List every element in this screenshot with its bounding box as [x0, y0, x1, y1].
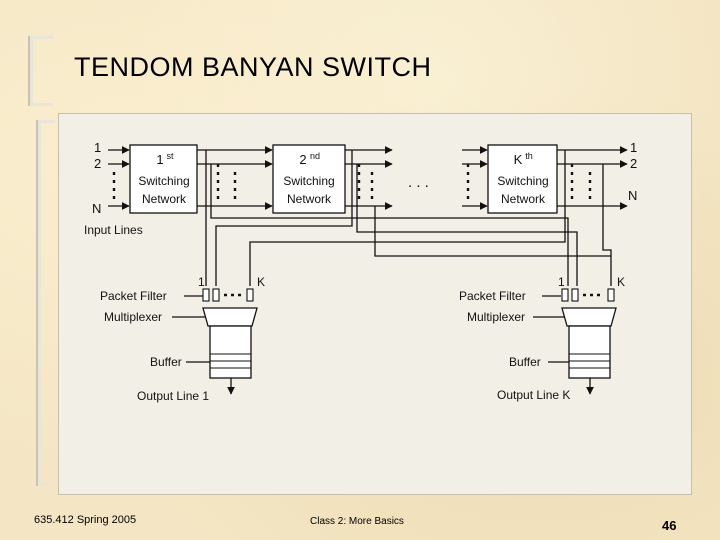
stage-2-switching-network [272, 144, 346, 214]
tap-s2-out1-left [215, 150, 353, 286]
stage-1-switching-network [129, 144, 198, 214]
output-number-n: N [628, 188, 637, 203]
packet-filter-right-2 [571, 288, 579, 302]
right-packet-filter-label: Packet Filter [459, 289, 526, 303]
right-buffer-label: Buffer [509, 355, 541, 369]
stage-ellipsis: . . . [408, 174, 429, 191]
tap-sk-out1-left [249, 150, 566, 286]
right-multiplexer-label: Multiplexer [467, 310, 525, 324]
footer-course: 635.412 Spring 2005 [34, 514, 137, 526]
left-multiplexer-label: Multiplexer [104, 310, 162, 324]
stage-2-ordinal-num: 2 [299, 152, 306, 167]
stage-1-ordinal-sup: st [166, 151, 174, 161]
stage-k-line2: Network [501, 192, 546, 206]
output-number-2: 2 [630, 156, 637, 171]
left-packet-filter-label: Packet Filter [100, 289, 167, 303]
stage-1-line1: Switching [138, 174, 189, 188]
packet-filter-left-1 [202, 288, 210, 302]
stage-k-ordinal-sup: th [525, 151, 533, 161]
stage-k-switching-network [487, 144, 558, 214]
stage-1-ordinal-num: 1 [156, 152, 163, 167]
packet-filter-right-1 [561, 288, 569, 302]
right-filter-first-label: 1 [558, 275, 565, 289]
buffer-left [209, 325, 252, 379]
left-filter-last-label: K [257, 275, 265, 289]
multiplexer-right [561, 307, 617, 327]
tap-s2-out2-right [356, 164, 578, 286]
input-number-n: N [92, 201, 101, 216]
decorative-bracket-left [38, 120, 55, 486]
footer-class: Class 2: More Basics [310, 516, 404, 527]
input-number-2: 2 [94, 156, 101, 171]
buffer-right [568, 325, 611, 379]
input-number-1: 1 [94, 140, 101, 155]
output-number-1: 1 [630, 140, 637, 155]
stage-1-line2: Network [142, 192, 187, 206]
tap-s1-out2-right [210, 164, 569, 286]
stage-2-ordinal-sup: nd [310, 151, 320, 161]
left-filter-first-label: 1 [198, 275, 205, 289]
right-output-line-label: Output Line K [497, 388, 570, 402]
multiplexer-left [202, 307, 258, 327]
stage-k-line1: Switching [497, 174, 548, 188]
tap-s2-bottom [374, 206, 611, 257]
slide-title: TENDOM BANYAN SWITCH [74, 52, 432, 82]
packet-filter-left-2 [212, 288, 220, 302]
packet-filter-right-k [607, 288, 615, 302]
left-output-line-label: Output Line 1 [137, 389, 209, 403]
decorative-bracket-top [30, 36, 53, 106]
page-number: 46 [662, 518, 677, 533]
stage-2-line1: Switching [283, 174, 334, 188]
tap-sk-out2-right [602, 164, 612, 286]
left-buffer-label: Buffer [150, 355, 182, 369]
right-filter-last-label: K [617, 275, 625, 289]
packet-filter-left-k [246, 288, 254, 302]
stage-k-ordinal-num: K [514, 152, 523, 167]
stage-2-line2: Network [287, 192, 332, 206]
input-lines-label: Input Lines [84, 223, 143, 237]
